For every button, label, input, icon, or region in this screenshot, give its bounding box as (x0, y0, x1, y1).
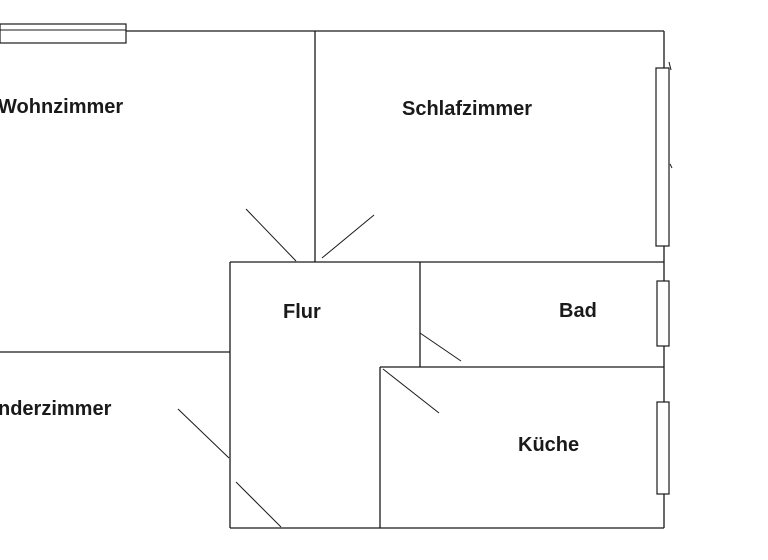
room-labels: Wohnzimmer Schlafzimmer Flur Bad nderzim… (0, 96, 597, 456)
windows (0, 23, 673, 495)
door-entrance (235, 481, 282, 528)
room-label-wohnzimmer: Wohnzimmer (0, 96, 123, 118)
window-bad (656, 280, 670, 347)
room-label-kinderzimmer: nderzimmer (0, 398, 112, 420)
room-label-flur: Flur (283, 301, 321, 323)
room-label-bad: Bad (559, 300, 597, 322)
window-schlafzimmer (655, 67, 670, 247)
door-swings (177, 208, 462, 528)
door-bad (419, 332, 462, 362)
room-label-schlafzimmer: Schlafzimmer (402, 98, 532, 120)
window-kueche (656, 401, 670, 495)
door-kueche (382, 368, 440, 414)
door-wohnzimmer (245, 208, 297, 262)
window-schlafzimmer-tick-top (668, 61, 672, 71)
window-schlafzimmer-tick-mid (669, 163, 673, 169)
door-schlafzimmer (321, 214, 375, 259)
window-wohnzimmer (0, 23, 127, 44)
door-kinderzimmer (177, 408, 230, 459)
room-label-kueche: Küche (518, 434, 579, 456)
